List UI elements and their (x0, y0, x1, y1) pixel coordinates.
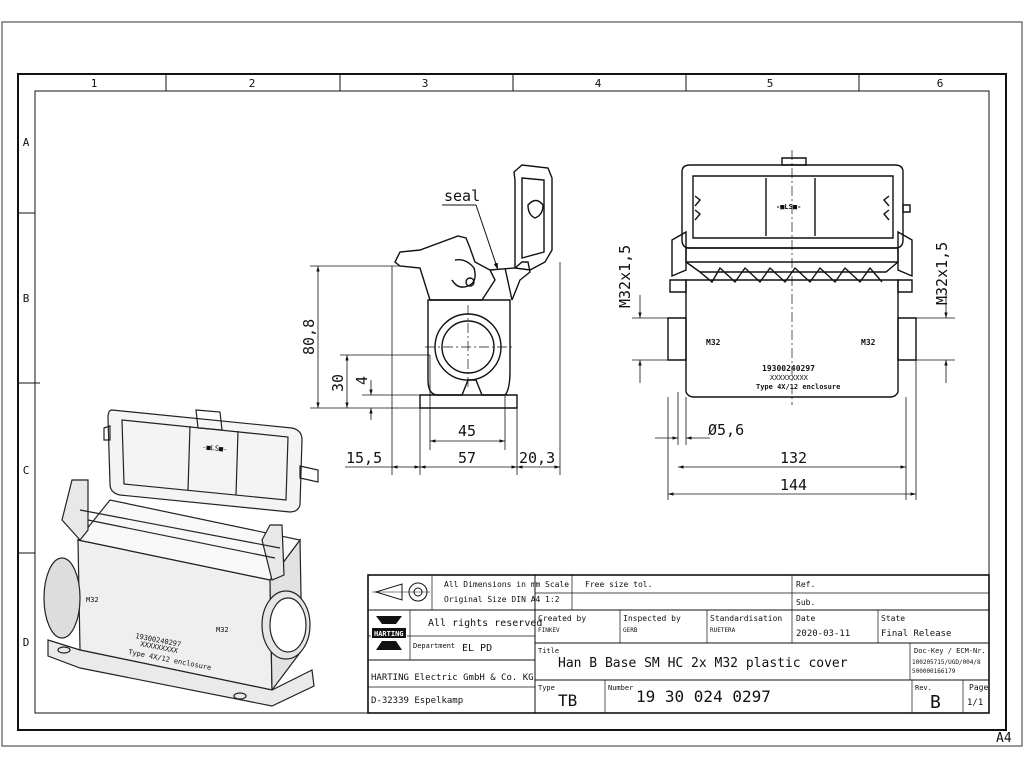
dim-45: 45 (458, 422, 476, 440)
zone-ticks (18, 74, 860, 554)
dims-note-1: All Dimensions in mm (444, 580, 541, 589)
zone-row-labels: A B C D (23, 136, 30, 649)
zone-row-b: B (23, 292, 30, 305)
ref-label: Ref. (796, 580, 815, 589)
zone-col-6: 6 (937, 77, 944, 90)
dim-80-8: 80,8 (300, 319, 318, 355)
dim-132: 132 (780, 449, 807, 467)
logo-wordmark: HARTING (374, 630, 404, 638)
title-block (367, 574, 990, 714)
scale-label: Scale (545, 580, 569, 589)
front-type-line: Type 4X/12 enclosure (756, 383, 840, 391)
rights-reserved: All rights reserved (428, 618, 542, 629)
iso-port-left: M32 (86, 596, 99, 604)
dim-57: 57 (458, 449, 476, 467)
dockey-line-1: 100205715/UGD/004/8 (912, 659, 981, 666)
iso-view (43, 409, 319, 707)
department-label: Department (413, 642, 455, 650)
dim-thread-right: M32x1,5 (933, 242, 951, 305)
dims-note-2: Original Size DIN A4 (444, 595, 541, 604)
front-dims (632, 295, 955, 500)
dim-diameter-5-6: Ø5,6 (708, 421, 744, 439)
front-part-number: 19300240297 (762, 364, 815, 373)
inspected-label: Inspected by (623, 614, 681, 623)
std-label: Standardisation (710, 614, 782, 623)
zone-column-labels: 1 2 3 4 5 6 (91, 77, 944, 90)
dockey-label: Doc-Key / ECM-Nr. (914, 647, 986, 655)
dim-20-3: 20,3 (519, 449, 555, 467)
title-label: Title (538, 647, 559, 655)
company-name: HARTING Electric GmbH & Co. KG (371, 673, 534, 683)
type-value: TB (558, 691, 577, 710)
inspected-value: GERB (623, 627, 638, 634)
zone-row-a: A (23, 136, 30, 149)
type-label: Type (538, 684, 555, 692)
side-view-centerlines (425, 305, 512, 390)
state-value: Final Release (881, 629, 951, 639)
harting-logo: HARTING (371, 614, 407, 656)
sub-label: Sub. (796, 598, 815, 607)
number-label: Number (608, 684, 633, 692)
std-value: RUETERA (710, 627, 736, 634)
seal-leader-arrow (475, 204, 499, 271)
zone-col-4: 4 (595, 77, 602, 90)
outer-trim-frame (1, 21, 1023, 747)
zone-row-d: D (23, 636, 30, 649)
page-label: Page (969, 683, 988, 692)
date-value: 2020-03-11 (796, 629, 850, 639)
dim-15-5: 15,5 (346, 449, 382, 467)
rev-value: B (930, 692, 941, 713)
zone-col-3: 3 (422, 77, 429, 90)
iso-port-right: M32 (216, 626, 229, 634)
dockey-line-2: 500000166179 (912, 668, 956, 675)
front-port-left: M32 (706, 338, 721, 347)
iso-cover-mark: -■LS■- (202, 443, 228, 454)
department-value: EL PD (462, 643, 492, 654)
front-cover-mark: -■LS■- (776, 203, 801, 211)
dim-30: 30 (329, 374, 347, 392)
date-label: Date (796, 614, 815, 623)
dim-4: 4 (353, 376, 371, 385)
tolerance-label: Free size tol. (585, 580, 652, 589)
zone-col-5: 5 (767, 77, 774, 90)
scale-value: 1:2 (545, 595, 560, 604)
zone-col-2: 2 (249, 77, 256, 90)
title-value: Han B Base SM HC 2x M32 plastic cover (558, 656, 848, 671)
sheet-size-mark: A4 (996, 731, 1012, 746)
created-value: FINKEV (538, 627, 560, 634)
zone-col-1: 1 (91, 77, 98, 90)
seal-callout: seal (444, 187, 480, 205)
front-port-right: M32 (861, 338, 876, 347)
front-batch: XXXXXXXXX (770, 374, 809, 382)
dim-thread-left: M32x1,5 (616, 245, 634, 308)
rev-label: Rev. (915, 684, 932, 692)
title-block-text: All Dimensions in mm Original Size DIN A… (371, 580, 988, 713)
number-value: 19 30 024 0297 (636, 687, 771, 706)
zone-row-c: C (23, 464, 30, 477)
company-address: D-32339 Espelkamp (371, 696, 463, 706)
page-value: 1/1 (967, 698, 983, 708)
created-label: Created by (538, 614, 586, 623)
dim-144: 144 (780, 476, 807, 494)
state-label: State (881, 614, 905, 623)
drawing-frame (17, 73, 1007, 731)
side-dims (310, 262, 561, 475)
